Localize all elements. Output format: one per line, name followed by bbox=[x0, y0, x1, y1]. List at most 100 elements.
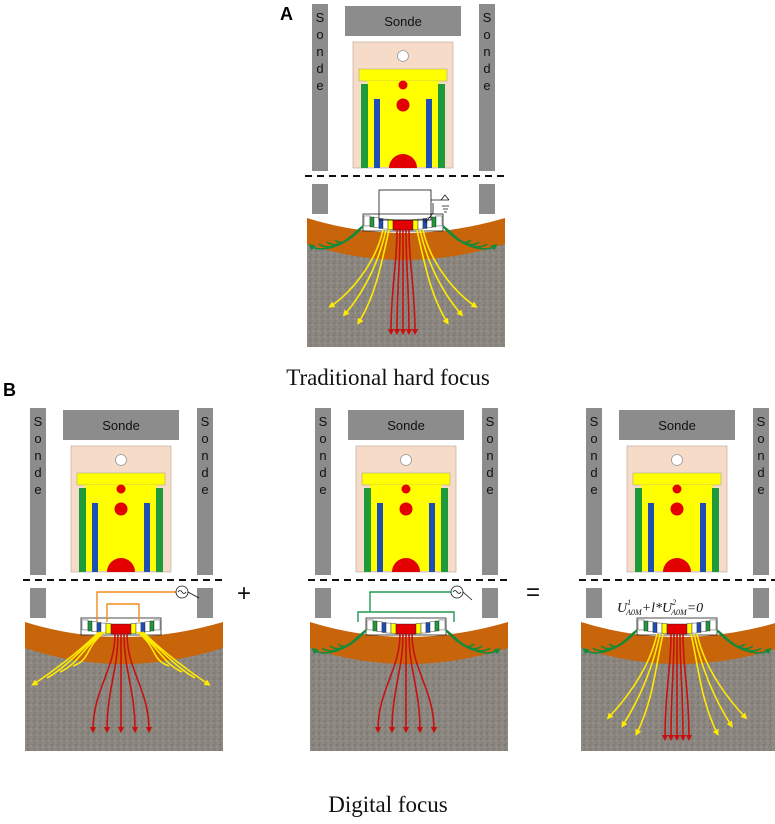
sonde-left-letter: S bbox=[34, 414, 43, 429]
electrode-cell bbox=[438, 619, 446, 631]
lower-pillar-right bbox=[753, 588, 769, 618]
current-line-yellow bbox=[690, 633, 719, 736]
rock-formation bbox=[307, 240, 505, 347]
current-line-red bbox=[408, 229, 419, 336]
sonde-left-letter: S bbox=[590, 414, 599, 429]
caption-traditional-hard-focus: Traditional hard focus bbox=[286, 365, 490, 390]
current-line-green bbox=[582, 629, 638, 655]
current-line-red bbox=[126, 633, 153, 734]
guard-blue-left bbox=[648, 503, 654, 572]
current-line-yellow bbox=[635, 633, 664, 736]
current-line-red bbox=[103, 633, 119, 734]
wire-green-outer bbox=[357, 611, 455, 622]
sonde-right-letter: o bbox=[757, 431, 764, 446]
current-line-red bbox=[661, 633, 672, 742]
guard-green-right bbox=[441, 488, 448, 572]
guard-green-left bbox=[364, 488, 371, 572]
electrode-cell bbox=[381, 622, 387, 633]
sonde-left-letter: S bbox=[316, 10, 325, 25]
sonde-right-letter: d bbox=[483, 61, 490, 76]
sonde-top-block bbox=[348, 410, 464, 440]
lower-pillar-left bbox=[312, 184, 328, 214]
electrode-t-bar bbox=[76, 472, 166, 486]
sonde-right-letter: e bbox=[483, 78, 490, 93]
guard-green-right bbox=[712, 488, 719, 572]
sonde-left-letter: e bbox=[319, 482, 326, 497]
electrode-cell bbox=[691, 622, 698, 634]
electrode-cell bbox=[382, 218, 389, 230]
current-line-red bbox=[405, 229, 413, 336]
electrode-cell bbox=[153, 619, 161, 631]
sonde-top-label: Sonde bbox=[387, 418, 425, 433]
ac-wave-icon bbox=[177, 590, 187, 594]
current-line-yellow bbox=[31, 631, 100, 686]
current-line-yellow bbox=[46, 631, 102, 679]
guard-green-left bbox=[79, 488, 86, 572]
sonde-right-letter: o bbox=[201, 431, 208, 446]
red-dot-small bbox=[398, 80, 408, 90]
current-line-red bbox=[387, 229, 398, 336]
electrode-cell bbox=[415, 623, 422, 634]
electrode-cell bbox=[376, 621, 383, 633]
current-line-yellow bbox=[419, 229, 464, 317]
sonde-right-letter: S bbox=[201, 414, 210, 429]
rock-formation bbox=[310, 644, 508, 751]
sonde-left-letter: n bbox=[319, 448, 326, 463]
current-line-green bbox=[311, 629, 367, 655]
electrode-cell bbox=[373, 217, 380, 229]
electrode-cell bbox=[425, 622, 431, 633]
sonde-left-letter: d bbox=[590, 465, 597, 480]
current-line-yellow bbox=[693, 633, 733, 728]
electrode-t-bar bbox=[632, 472, 722, 486]
electrode-cell bbox=[87, 620, 93, 632]
sonde-pillar-left bbox=[30, 408, 46, 575]
sonde-left-letter: o bbox=[316, 27, 323, 42]
electrode-cell bbox=[363, 215, 371, 227]
ground-icon bbox=[440, 194, 450, 213]
electrode-cell bbox=[435, 215, 443, 227]
current-line-green bbox=[445, 629, 501, 655]
electrode-cell bbox=[652, 622, 658, 633]
ac-lead bbox=[462, 591, 473, 601]
electrode-cell bbox=[149, 620, 155, 632]
electrode-cell bbox=[661, 623, 668, 634]
electrode-cell bbox=[96, 622, 102, 633]
lower-pillar-right bbox=[197, 588, 213, 618]
sonde-top-label: Sonde bbox=[658, 418, 696, 433]
sonde-left-letter: d bbox=[34, 465, 41, 480]
electrode-cell bbox=[431, 216, 437, 228]
electrode-t-bar bbox=[358, 68, 448, 82]
wire-orange-outer bbox=[96, 591, 177, 622]
red-semicircle bbox=[392, 558, 420, 572]
current-line-red bbox=[411, 633, 438, 734]
electrode-cell bbox=[110, 623, 132, 635]
sonde-right-letter: n bbox=[483, 44, 490, 59]
sonde-left-letter: n bbox=[590, 448, 597, 463]
sonde-left-letter: e bbox=[590, 482, 597, 497]
circuit-lead bbox=[424, 203, 434, 224]
circuit-box bbox=[378, 189, 432, 221]
electrode-cell bbox=[666, 623, 688, 635]
electrode-cell bbox=[656, 622, 663, 634]
sonde-left-letter: d bbox=[316, 61, 323, 76]
electrode-cell bbox=[387, 219, 394, 230]
sonde-left-letter: d bbox=[319, 465, 326, 480]
equals-operator: = bbox=[526, 579, 540, 606]
current-line-green bbox=[716, 629, 772, 655]
electrode-cell bbox=[392, 219, 414, 231]
sonde-top-block bbox=[345, 6, 461, 36]
panel-b-label: B bbox=[3, 380, 16, 400]
current-line-yellow bbox=[357, 229, 390, 325]
current-line-red bbox=[679, 633, 687, 742]
lower-pillar-right bbox=[482, 588, 498, 618]
sonde-left-letter: o bbox=[319, 431, 326, 446]
sonde-right-letter: e bbox=[486, 482, 493, 497]
current-line-yellow bbox=[138, 631, 183, 673]
sonde-right-letter: n bbox=[757, 448, 764, 463]
sonde-pillar-right bbox=[753, 408, 769, 575]
sonde-top-label: Sonde bbox=[384, 14, 422, 29]
